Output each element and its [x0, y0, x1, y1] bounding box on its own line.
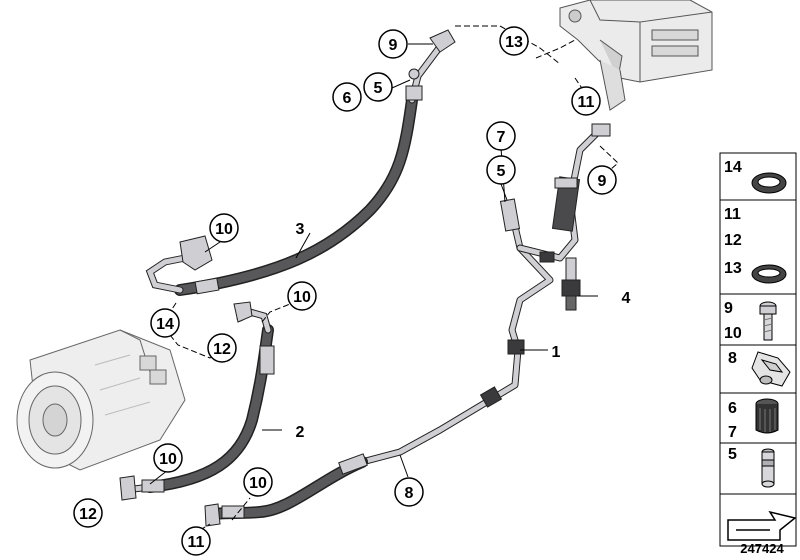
- svg-text:11: 11: [724, 206, 741, 223]
- svg-text:3: 3: [296, 221, 305, 238]
- callout-12-b: 12: [73, 498, 103, 528]
- parts-legend: [719, 152, 797, 547]
- valve-cap-icon: [755, 398, 779, 434]
- valve-insert-icon: [761, 448, 775, 488]
- svg-text:1: 1: [552, 344, 561, 361]
- bolt-icon: [759, 301, 777, 341]
- legend-row-9-10: 9 10: [724, 300, 777, 342]
- legend-row-5: 5: [728, 446, 775, 488]
- svg-text:12: 12: [724, 232, 742, 249]
- label-3: 3: [296, 221, 305, 238]
- svg-text:11: 11: [578, 94, 595, 111]
- svg-text:9: 9: [389, 37, 398, 54]
- svg-text:10: 10: [293, 289, 311, 306]
- callout-9-right: 9: [587, 165, 617, 195]
- svg-text:11: 11: [188, 534, 205, 551]
- svg-text:9: 9: [724, 300, 733, 317]
- legend-row-11-12-13: 11 12 13: [724, 206, 787, 284]
- svg-text:14: 14: [156, 316, 174, 333]
- callout-6: 6: [332, 82, 362, 112]
- callout-10-c: 10: [153, 443, 183, 473]
- compressor: [16, 329, 186, 471]
- svg-text:5: 5: [374, 80, 383, 97]
- legend-row-arrow: [727, 510, 797, 541]
- svg-text:5: 5: [497, 163, 506, 180]
- svg-text:10: 10: [724, 325, 742, 342]
- callout-14: 14: [150, 308, 180, 338]
- o-ring-icon: [751, 264, 787, 284]
- callout-11-bottom: 11: [181, 526, 211, 556]
- svg-text:2: 2: [296, 424, 305, 441]
- pressure-sensor-4: [561, 257, 581, 311]
- svg-text:12: 12: [79, 506, 97, 523]
- callout-11-top: 11: [571, 86, 601, 116]
- svg-text:10: 10: [249, 475, 267, 492]
- svg-text:7: 7: [497, 129, 506, 146]
- legend-row-14: 14: [724, 159, 787, 194]
- svg-text:6: 6: [343, 90, 352, 107]
- label-1: 1: [552, 344, 561, 361]
- callout-12-a: 12: [207, 333, 237, 363]
- arrow-icon: [727, 510, 797, 541]
- svg-text:8: 8: [405, 485, 414, 502]
- evaporator-housing: [559, 0, 713, 111]
- svg-text:10: 10: [159, 451, 177, 468]
- legend-row-8: 8: [728, 350, 791, 387]
- svg-text:4: 4: [622, 290, 631, 307]
- svg-text:13: 13: [724, 260, 742, 277]
- callout-9-top: 9: [378, 29, 408, 59]
- legend-row-6-7: 6 7: [728, 398, 779, 441]
- fitting-hose-3-top: [405, 29, 456, 101]
- callout-13: 13: [499, 26, 529, 56]
- svg-text:7: 7: [728, 424, 737, 441]
- svg-text:9: 9: [598, 173, 607, 190]
- svg-text:10: 10: [215, 221, 233, 238]
- hose-3: [145, 36, 449, 296]
- diagram-id: 247424: [740, 541, 784, 556]
- label-2: 2: [296, 424, 305, 441]
- callout-7: 7: [486, 121, 516, 151]
- callout-10-a: 10: [209, 213, 239, 243]
- callout-10-d: 10: [243, 467, 273, 497]
- callout-10-b: 10: [287, 281, 317, 311]
- label-4: 4: [622, 290, 631, 307]
- svg-text:12: 12: [213, 341, 231, 358]
- o-ring-icon: [751, 172, 787, 194]
- fitting-hose-8: [204, 453, 368, 527]
- svg-text:13: 13: [505, 34, 523, 51]
- callout-8: 8: [394, 477, 424, 507]
- fitting-hose-3-compressor: [179, 235, 220, 295]
- clip-icon: [751, 351, 791, 387]
- fitting-hose-2: [119, 301, 275, 501]
- callout-5-top: 5: [363, 72, 393, 102]
- svg-text:5: 5: [728, 446, 737, 463]
- svg-text:14: 14: [724, 159, 742, 176]
- svg-text:8: 8: [728, 350, 737, 367]
- svg-text:6: 6: [728, 400, 737, 417]
- callout-5-mid: 5: [486, 155, 516, 185]
